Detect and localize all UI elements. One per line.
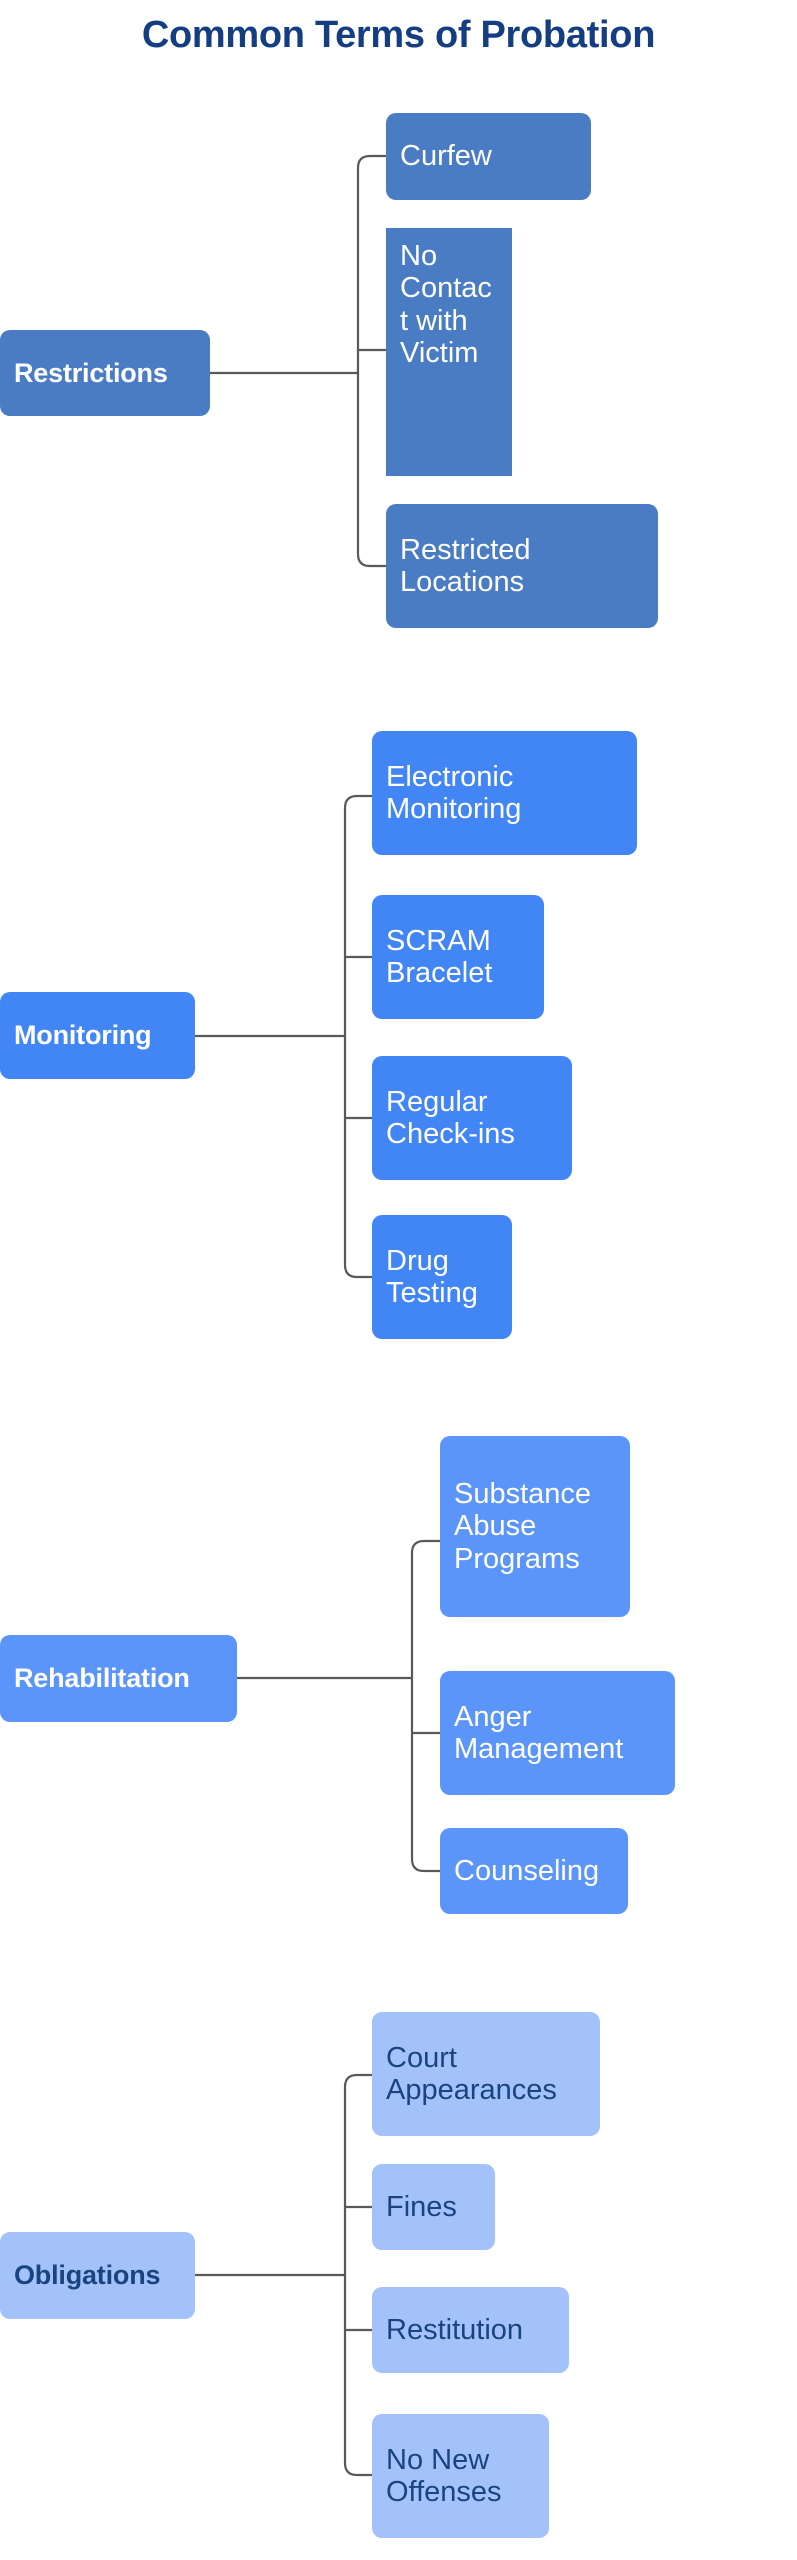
node-label: Rehabilitation: [14, 1663, 190, 1694]
node-label: No New Offenses: [386, 2443, 502, 2508]
connector-obligations-nonew: [343, 2273, 374, 2477]
node-restricted-locations[interactable]: Restricted Locations: [386, 504, 658, 628]
node-scram-bracelet[interactable]: SCRAM Bracelet: [372, 895, 544, 1019]
node-label: Substance Abuse Programs: [454, 1477, 592, 1575]
node-curfew[interactable]: Curfew: [386, 113, 591, 200]
node-label: Drug Testing: [386, 1244, 478, 1309]
node-restitution[interactable]: Restitution: [372, 2287, 569, 2373]
node-label: Electronic Monitoring: [386, 760, 522, 825]
node-restrictions-parent[interactable]: Restrictions: [0, 330, 210, 416]
page-title: Common Terms of Probation: [141, 14, 656, 56]
node-electronic-monitoring[interactable]: Electronic Monitoring: [372, 731, 637, 855]
connector-restrictions-curfew: [356, 154, 388, 375]
node-label: Restricted Locations: [400, 533, 531, 598]
node-label: Curfew: [400, 140, 492, 173]
node-fines[interactable]: Fines: [372, 2164, 495, 2250]
node-monitoring-parent[interactable]: Monitoring: [0, 992, 195, 1079]
node-obligations-parent[interactable]: Obligations: [0, 2232, 195, 2319]
node-label: Restrictions: [14, 357, 168, 388]
node-label: Regular Check-ins: [386, 1085, 515, 1150]
node-label: Counseling: [454, 1854, 600, 1887]
node-anger-management[interactable]: Anger Management: [440, 1671, 675, 1795]
node-label: SCRAM Bracelet: [386, 924, 493, 989]
connector-rehab-substance: [410, 1539, 442, 1680]
node-label: Anger Management: [454, 1700, 624, 1765]
node-label: Fines: [386, 2190, 457, 2223]
node-substance-abuse-programs[interactable]: Substance Abuse Programs: [440, 1436, 630, 1617]
node-label: No Contact with Victim: [400, 240, 492, 370]
connector-monitoring-electronic: [343, 794, 374, 1038]
node-regular-checkins[interactable]: Regular Check-ins: [372, 1056, 572, 1180]
connector-rehab-counseling: [410, 1676, 442, 1873]
connector-monitoring-drug: [343, 1034, 374, 1279]
node-label: Obligations: [14, 2260, 161, 2291]
node-court-appearances[interactable]: Court Appearances: [372, 2012, 600, 2136]
node-no-new-offenses[interactable]: No New Offenses: [372, 2414, 549, 2538]
node-drug-testing[interactable]: Drug Testing: [372, 1215, 512, 1339]
node-label: Court Appearances: [386, 2041, 557, 2106]
connector-obligations-court: [343, 2073, 374, 2277]
node-rehabilitation-parent[interactable]: Rehabilitation: [0, 1635, 237, 1722]
node-label: Monitoring: [14, 1020, 152, 1051]
node-counseling[interactable]: Counseling: [440, 1828, 628, 1914]
node-label: Restitution: [386, 2313, 524, 2346]
node-no-contact-with-victim[interactable]: No Contact with Victim: [386, 228, 512, 476]
connector-restrictions-locations: [356, 371, 388, 568]
